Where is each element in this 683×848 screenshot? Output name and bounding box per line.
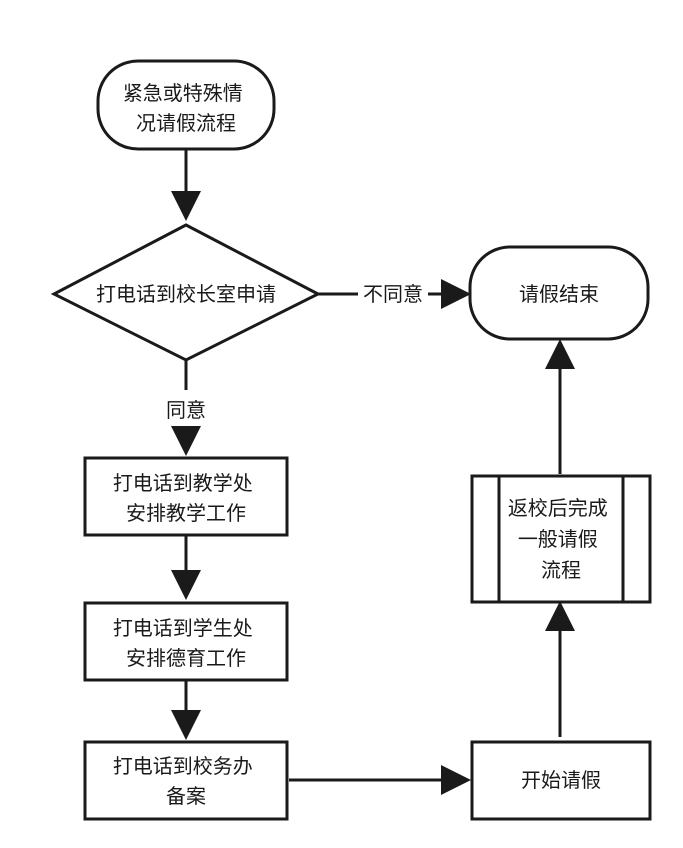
begin-leave-node: 开始请假 [470, 740, 652, 821]
decision-node-label: 打电话到校长室申请 [96, 282, 276, 306]
student-node: 打电话到学生处 安排德育工作 [83, 601, 289, 682]
agree-label: 同意 [166, 398, 206, 422]
end-node: 请假结束 [468, 245, 650, 341]
start-node-label: 紧急或特殊情 况请假流程 [123, 81, 249, 135]
affairs-node-label: 打电话到校务办 备案 [113, 754, 259, 808]
disagree-label: 不同意 [363, 282, 423, 306]
begin-leave-node-label: 开始请假 [521, 768, 601, 792]
teaching-node: 打电话到教学处 安排教学工作 [83, 456, 289, 537]
general-flow-node: 返校后完成 一般请假 流程 [470, 474, 652, 604]
student-node-label: 打电话到学生处 安排德育工作 [113, 616, 259, 670]
affairs-node: 打电话到校务办 备案 [83, 740, 289, 821]
decision-node: 打电话到校长室申请 [50, 223, 322, 362]
start-node: 紧急或特殊情 况请假流程 [96, 59, 276, 151]
end-node-label: 请假结束 [519, 282, 599, 306]
teaching-node-label: 打电话到教学处 安排教学工作 [113, 471, 259, 525]
general-flow-node-label: 返校后完成 一般请假 流程 [508, 496, 614, 582]
